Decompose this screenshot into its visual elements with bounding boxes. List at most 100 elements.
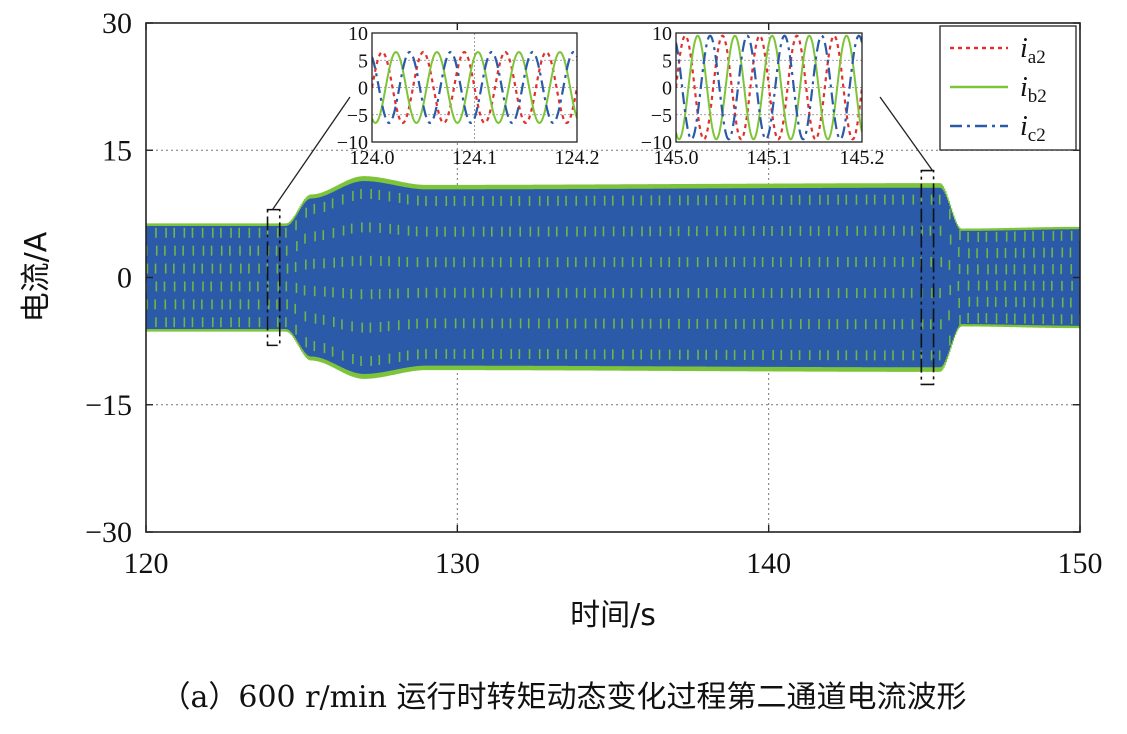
signal-alias-mark bbox=[258, 227, 261, 238]
signal-alias-mark bbox=[771, 319, 774, 330]
signal-alias-mark bbox=[930, 256, 932, 267]
signal-alias-mark bbox=[780, 350, 783, 361]
signal-alias-mark bbox=[155, 227, 157, 238]
signal-alias-mark bbox=[417, 287, 420, 298]
signal-alias-mark bbox=[276, 227, 279, 238]
signal-alias-mark bbox=[781, 319, 784, 330]
signal-alias-mark bbox=[752, 195, 754, 206]
signal-alias-mark bbox=[957, 280, 960, 291]
signal-alias-mark bbox=[640, 195, 643, 206]
signal-alias-mark bbox=[594, 226, 597, 237]
signal-alias-mark bbox=[509, 226, 511, 237]
signal-alias-mark bbox=[388, 256, 390, 267]
signal-alias-mark bbox=[920, 350, 923, 361]
signal-alias-mark bbox=[557, 349, 559, 360]
y-tick-label: −30 bbox=[85, 516, 132, 549]
signal-alias-mark bbox=[743, 318, 745, 329]
signal-alias-mark bbox=[873, 194, 876, 205]
signal-alias-mark bbox=[938, 194, 941, 205]
signal-alias-mark bbox=[594, 287, 596, 298]
signal-alias-mark bbox=[697, 287, 700, 298]
signal-alias-mark bbox=[575, 257, 577, 268]
signal-alias-mark bbox=[248, 317, 251, 328]
signal-alias-mark bbox=[230, 227, 232, 238]
signal-alias-mark bbox=[818, 256, 821, 267]
signal-alias-mark bbox=[546, 257, 549, 268]
signal-alias-mark bbox=[603, 318, 605, 329]
signal-alias-mark bbox=[930, 350, 933, 361]
signal-alias-mark bbox=[229, 263, 232, 274]
signal-alias-mark bbox=[995, 313, 998, 324]
signal-alias-mark bbox=[789, 225, 792, 236]
signal-alias-mark bbox=[304, 259, 307, 270]
signal-alias-mark bbox=[417, 349, 419, 360]
signal-alias-mark bbox=[481, 318, 483, 329]
signal-alias-mark bbox=[557, 195, 559, 206]
x-tick-label: 130 bbox=[435, 547, 480, 580]
signal-alias-mark bbox=[734, 226, 737, 237]
signal-alias-mark bbox=[855, 350, 858, 361]
signal-alias-mark bbox=[434, 318, 437, 329]
signal-alias-mark bbox=[931, 288, 933, 299]
signal-alias-mark bbox=[742, 226, 745, 237]
signal-band bbox=[146, 176, 1080, 379]
signal-alias-mark bbox=[426, 318, 428, 329]
signal-alias-mark bbox=[538, 318, 540, 329]
signal-alias-mark bbox=[510, 349, 513, 360]
signal-alias-mark bbox=[173, 281, 176, 292]
signal-alias-mark bbox=[660, 257, 662, 268]
inset-series-b2 bbox=[372, 51, 577, 124]
signal-alias-mark bbox=[724, 318, 727, 329]
signal-alias-mark bbox=[351, 321, 353, 332]
signal-alias-mark bbox=[519, 287, 521, 298]
signal-alias-mark bbox=[211, 299, 213, 310]
signal-alias-mark bbox=[874, 288, 876, 299]
signal-alias-mark bbox=[715, 349, 718, 360]
signal-alias-mark bbox=[268, 299, 270, 310]
signal-alias-mark bbox=[640, 257, 642, 268]
signal-alias-mark bbox=[715, 257, 717, 268]
signal-alias-mark bbox=[490, 287, 493, 298]
signal-alias-mark bbox=[360, 189, 362, 200]
signal-alias-mark bbox=[632, 195, 634, 206]
signal-alias-mark bbox=[733, 349, 736, 360]
signal-alias-mark bbox=[864, 288, 866, 299]
signal-alias-mark bbox=[1013, 264, 1016, 275]
inset-x-tick-label: 124.1 bbox=[452, 147, 497, 169]
signal-alias-mark bbox=[799, 288, 801, 299]
signal-alias-mark bbox=[1024, 313, 1026, 324]
signal-alias-mark bbox=[219, 263, 222, 274]
signal-alias-mark bbox=[519, 226, 521, 237]
signal-alias-mark bbox=[211, 263, 214, 274]
signal-alias-mark bbox=[585, 257, 587, 268]
signal-alias-mark bbox=[707, 257, 709, 268]
signal-alias-mark bbox=[733, 257, 736, 268]
signal-alias-mark bbox=[714, 318, 717, 329]
signal-alias-mark bbox=[202, 281, 204, 292]
inset-frame bbox=[675, 32, 863, 143]
inset-series-a2 bbox=[676, 34, 862, 141]
signal-alias-mark bbox=[445, 196, 448, 207]
signal-alias-mark bbox=[547, 226, 550, 237]
signal-alias-mark bbox=[809, 288, 811, 299]
signal-alias-mark bbox=[977, 280, 980, 291]
signal-alias-mark bbox=[378, 355, 381, 366]
signal-alias-mark bbox=[323, 201, 326, 212]
signal-alias-mark bbox=[1032, 280, 1035, 291]
signal-alias-mark bbox=[873, 256, 876, 267]
signal-alias-mark bbox=[500, 195, 502, 206]
signal-alias-mark bbox=[911, 319, 914, 330]
signal-alias-mark bbox=[855, 256, 857, 267]
inset-y-tick-label: −5 bbox=[651, 105, 672, 127]
signal-alias-mark bbox=[183, 263, 185, 274]
signal-alias-mark bbox=[585, 349, 588, 360]
signal-alias-mark bbox=[548, 318, 550, 329]
signal-alias-mark bbox=[370, 355, 372, 366]
signal-alias-mark bbox=[248, 227, 251, 238]
signal-alias-mark bbox=[1014, 247, 1017, 258]
signal-alias-mark bbox=[920, 194, 923, 205]
signal-alias-mark bbox=[575, 195, 578, 206]
signal-alias-mark bbox=[557, 287, 560, 298]
signal-alias-mark bbox=[621, 318, 623, 329]
